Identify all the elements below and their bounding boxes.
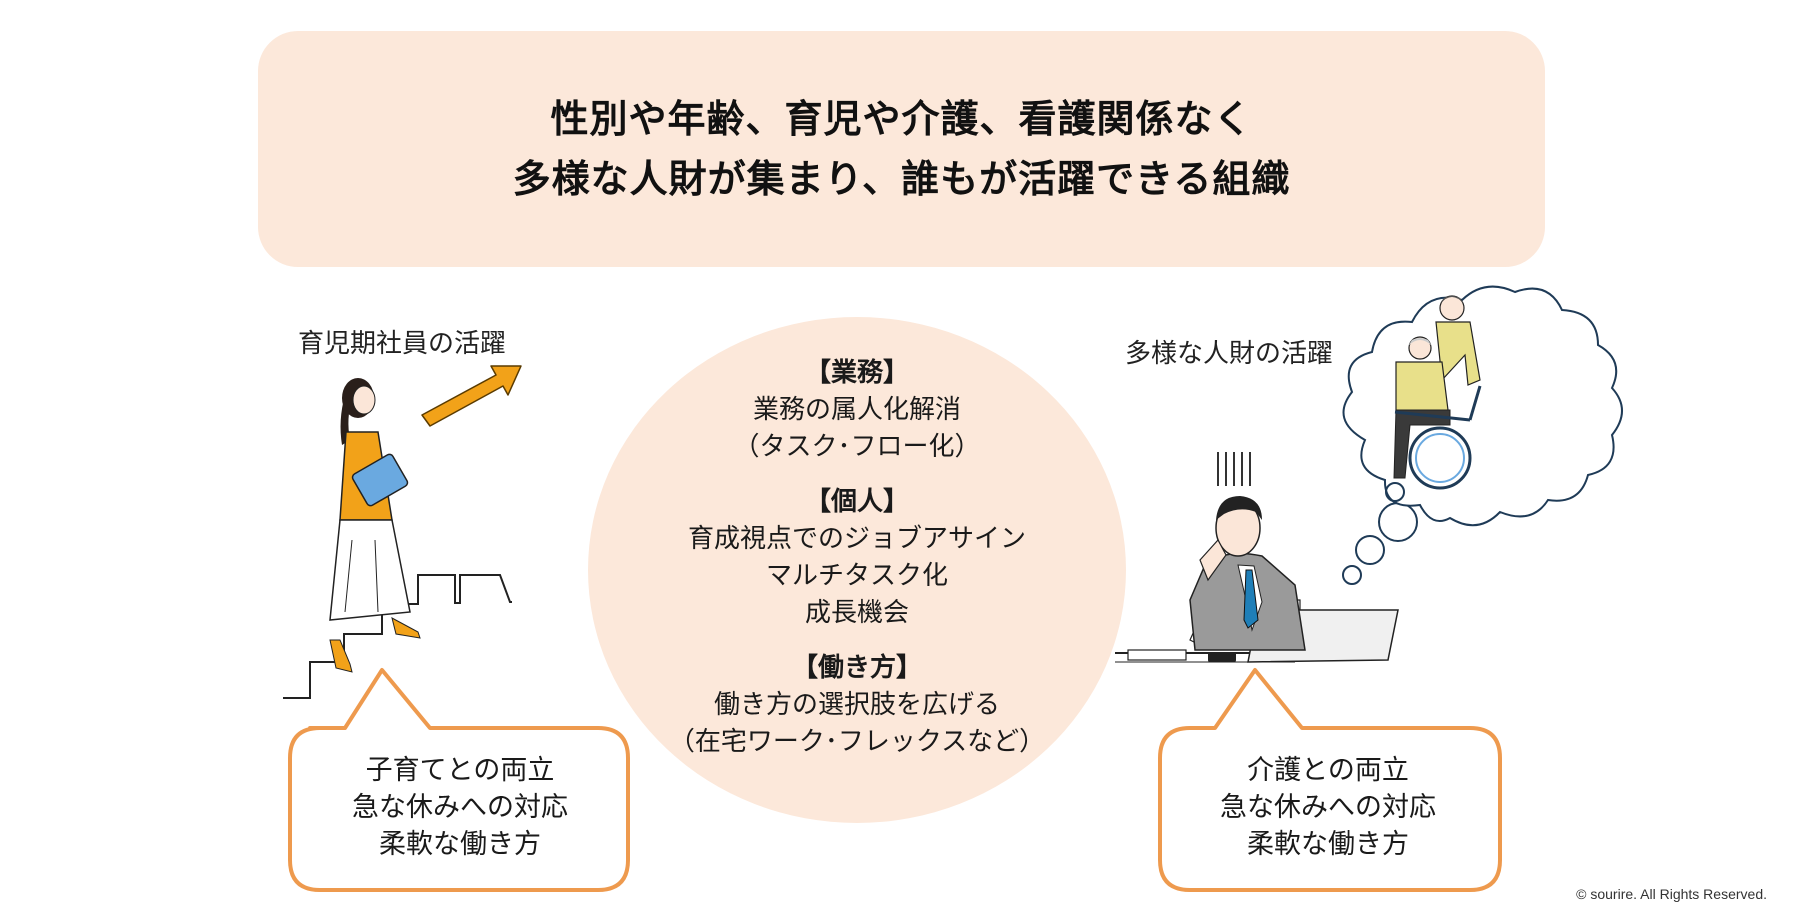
group-line: 育成視点でのジョブアサイン <box>687 524 1026 554</box>
group-line: 成長機会 <box>804 598 909 628</box>
bubble-line: 子育てとの両立 <box>365 755 555 786</box>
group-heading: 【働き方】 <box>791 653 922 683</box>
bubble-line: 介護との両立 <box>1247 755 1409 786</box>
headline-line-1: 性別や年齢、育児や介護、看護関係なく <box>550 97 1253 141</box>
copyright-notice: © sourire. All Rights Reserved. <box>1576 886 1767 902</box>
measure-group-individual: 【個人】 育成視点でのジョブアサイン マルチタスク化 成長機会 <box>588 484 1126 632</box>
bubble-line: 急な休みへの対応 <box>352 792 568 823</box>
right-bubble-text: 介護との両立 急な休みへの対応 柔軟な働き方 <box>1158 752 1498 863</box>
caregiver-wheelchair-icon <box>1385 295 1482 502</box>
bubble-line: 柔軟な働き方 <box>379 829 541 860</box>
measure-group-workstyle: 【働き方】 働き方の選択肢を広げる （在宅ワーク･フレックスなど） <box>588 650 1126 761</box>
headline-line-2: 多様な人財が集まり、誰もが活躍できる組織 <box>512 157 1291 201</box>
group-heading: 【個人】 <box>804 487 909 517</box>
thought-bubble-icon <box>1342 285 1623 585</box>
center-measures: 【業務】 業務の属人化解消 （タスク･フロー化） 【個人】 育成視点でのジョブア… <box>588 355 1126 779</box>
woman-climbing-icon <box>329 378 421 673</box>
bubble-line: 急な休みへの対応 <box>1220 792 1436 823</box>
left-bubble-text: 子育てとの両立 急な休みへの対応 柔軟な働き方 <box>290 752 630 863</box>
headline-banner: 性別や年齢、育児や介護、看護関係なく 多様な人財が集まり、誰もが活躍できる組織 <box>258 31 1545 267</box>
right-label: 多様な人財の活躍 <box>1125 339 1334 369</box>
worried-man-icon <box>1115 452 1399 663</box>
right-speech-bubble <box>1158 668 1502 892</box>
growth-arrow-icon <box>421 365 522 427</box>
bubble-line: 柔軟な働き方 <box>1247 829 1409 860</box>
stairs-icon <box>283 574 512 699</box>
group-line: （在宅ワーク･フレックスなど） <box>668 727 1046 757</box>
group-line: 業務の属人化解消 <box>752 395 961 425</box>
group-line: マルチタスク化 <box>765 561 948 591</box>
group-heading: 【業務】 <box>804 358 909 388</box>
left-label: 育児期社員の活躍 <box>298 329 507 359</box>
group-line: 働き方の選択肢を広げる <box>713 690 1000 720</box>
measure-group-operations: 【業務】 業務の属人化解消 （タスク･フロー化） <box>588 355 1126 466</box>
left-speech-bubble <box>288 668 630 892</box>
group-line: （タスク･フロー化） <box>733 432 981 462</box>
center-circle <box>588 317 1126 823</box>
